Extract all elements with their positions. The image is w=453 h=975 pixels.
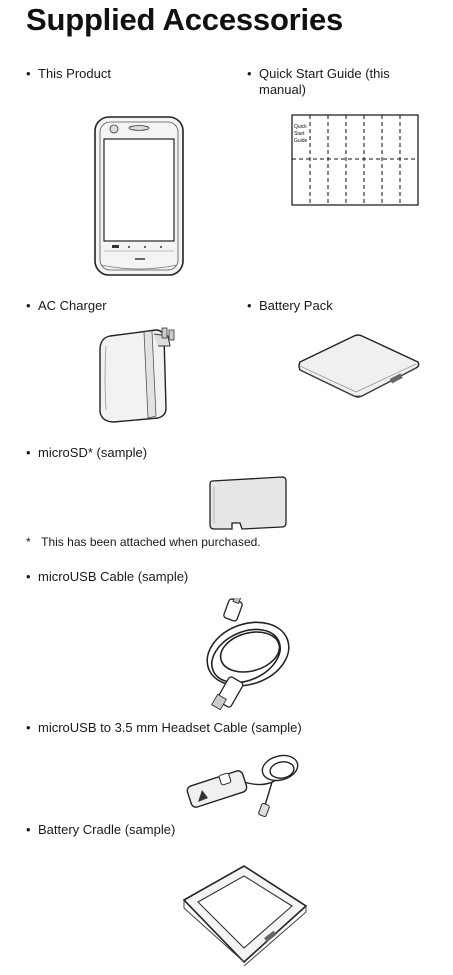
accessory-label-quick-start-guide: •Quick Start Guide (this manual) <box>247 66 437 98</box>
manual-icon: Quick Start Guide <box>291 114 419 206</box>
manual-cover-text: Guide <box>294 138 308 144</box>
headset-cable-icon <box>184 748 310 820</box>
accessory-label-battery-pack: •Battery Pack <box>247 298 333 314</box>
bullet: • <box>26 445 38 461</box>
accessory-label-battery-cradle: •Battery Cradle (sample) <box>26 822 175 838</box>
battery-cradle-icon <box>178 862 310 966</box>
bullet: • <box>26 569 38 585</box>
microsd-card-icon <box>206 475 290 531</box>
manual-cover-text: Quick <box>294 124 307 130</box>
accessory-label-microusb-cable: •microUSB Cable (sample) <box>26 569 188 585</box>
smartphone-icon <box>93 115 185 277</box>
bullet: • <box>26 720 38 736</box>
accessory-label-microsd: •microSD* (sample) <box>26 445 147 461</box>
footnote: * This has been attached when purchased. <box>26 535 261 549</box>
bullet: • <box>26 298 38 314</box>
bullet: • <box>26 822 38 838</box>
accessory-label-headset-cable: •microUSB to 3.5 mm Headset Cable (sampl… <box>26 720 302 736</box>
page-title: Supplied Accessories <box>26 2 343 38</box>
bullet: • <box>247 298 259 314</box>
accessory-label-ac-charger: •AC Charger <box>26 298 107 314</box>
bullet: • <box>26 66 38 82</box>
bullet: • <box>247 66 259 82</box>
footnote-text: This has been attached when purchased. <box>41 535 260 549</box>
footnote-marker: * <box>26 535 31 549</box>
usb-cable-icon <box>196 598 300 710</box>
ac-charger-icon <box>96 326 178 424</box>
battery-pack-icon <box>296 332 422 400</box>
manual-cover-text: Start <box>294 131 305 137</box>
accessory-label-this-product: •This Product <box>26 66 111 82</box>
